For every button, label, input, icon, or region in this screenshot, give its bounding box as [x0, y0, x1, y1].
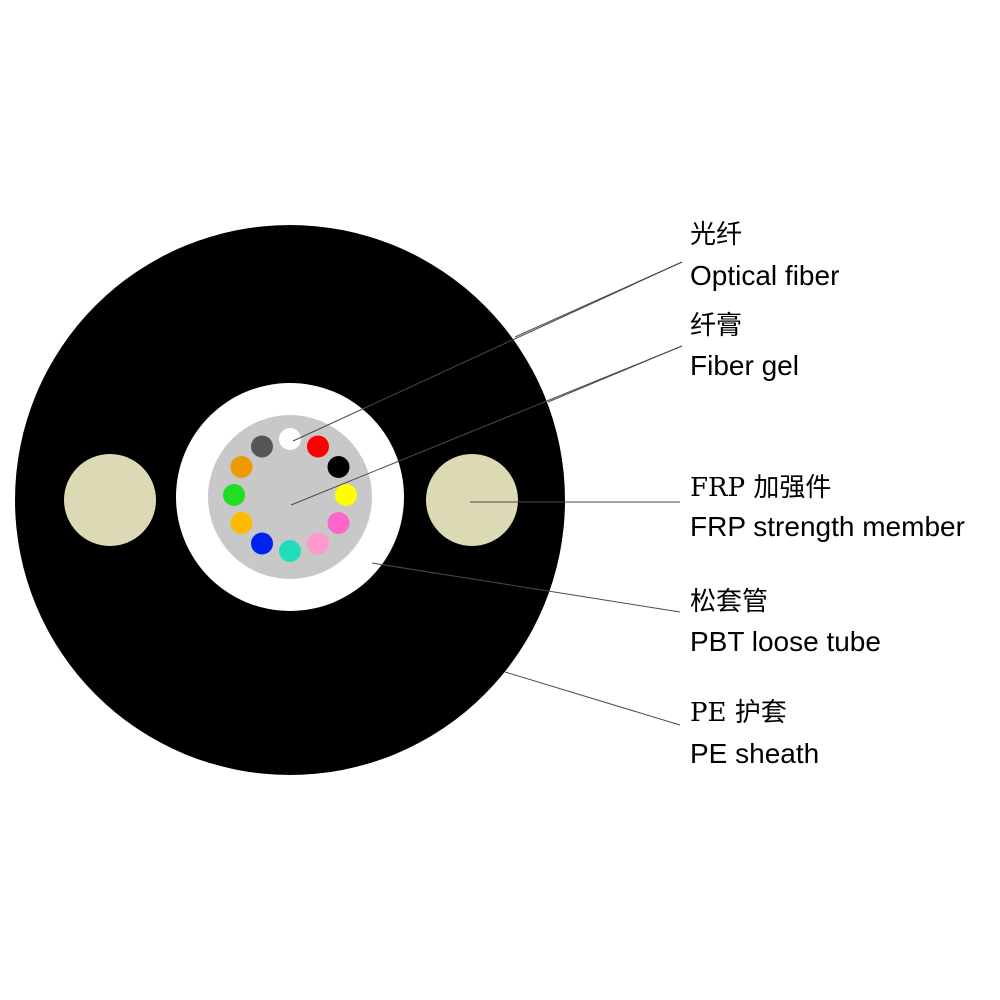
frp-strength-member-left — [64, 454, 156, 546]
leader-line-fiber-gel-outer — [547, 345, 683, 403]
optical-fiber-4 — [335, 484, 357, 506]
label-fiber-gel-en: Fiber gel — [690, 350, 799, 381]
optical-fiber-6 — [307, 532, 329, 555]
label-fiber-gel-zh: 纤膏 — [690, 311, 743, 341]
optical-fiber-7 — [279, 540, 301, 562]
label-pe-sheath-en: PE sheath — [690, 738, 820, 769]
leader-line-fiber-gel — [290, 345, 683, 506]
leader-line-pe-sheath — [504, 671, 681, 726]
optical-fiber-8 — [251, 532, 273, 555]
optical-fiber-3 — [327, 456, 350, 478]
label-loose-tube-en: PBT loose tube — [690, 626, 881, 657]
label-loose-tube-zh: 松套管 — [690, 587, 769, 617]
label-pe-sheath-zh: PE 护套 — [690, 698, 787, 728]
optical-fiber-9 — [230, 512, 253, 534]
optical-fiber-5 — [327, 512, 350, 534]
label-frp-en: FRP strength member — [690, 511, 965, 542]
frp-strength-member-right — [426, 454, 518, 546]
leader-line-optical-fiber — [292, 261, 683, 442]
label-optical-fiber-zh: 光纤 — [690, 220, 743, 250]
optical-fiber-12 — [251, 435, 273, 458]
leader-line-loose-tube — [371, 562, 681, 613]
optical-fiber-10 — [223, 484, 245, 506]
label-frp-zh: FRP 加强件 — [690, 473, 832, 503]
leader-line-optical-fiber-outer — [514, 261, 683, 338]
optical-fibers — [223, 428, 357, 562]
optical-fiber-1 — [279, 428, 301, 450]
leader-lines — [290, 261, 683, 726]
label-optical-fiber-en: Optical fiber — [690, 260, 840, 291]
optical-fiber-2 — [307, 435, 329, 458]
optical-fiber-11 — [230, 456, 253, 478]
fiber-gel — [208, 415, 372, 579]
